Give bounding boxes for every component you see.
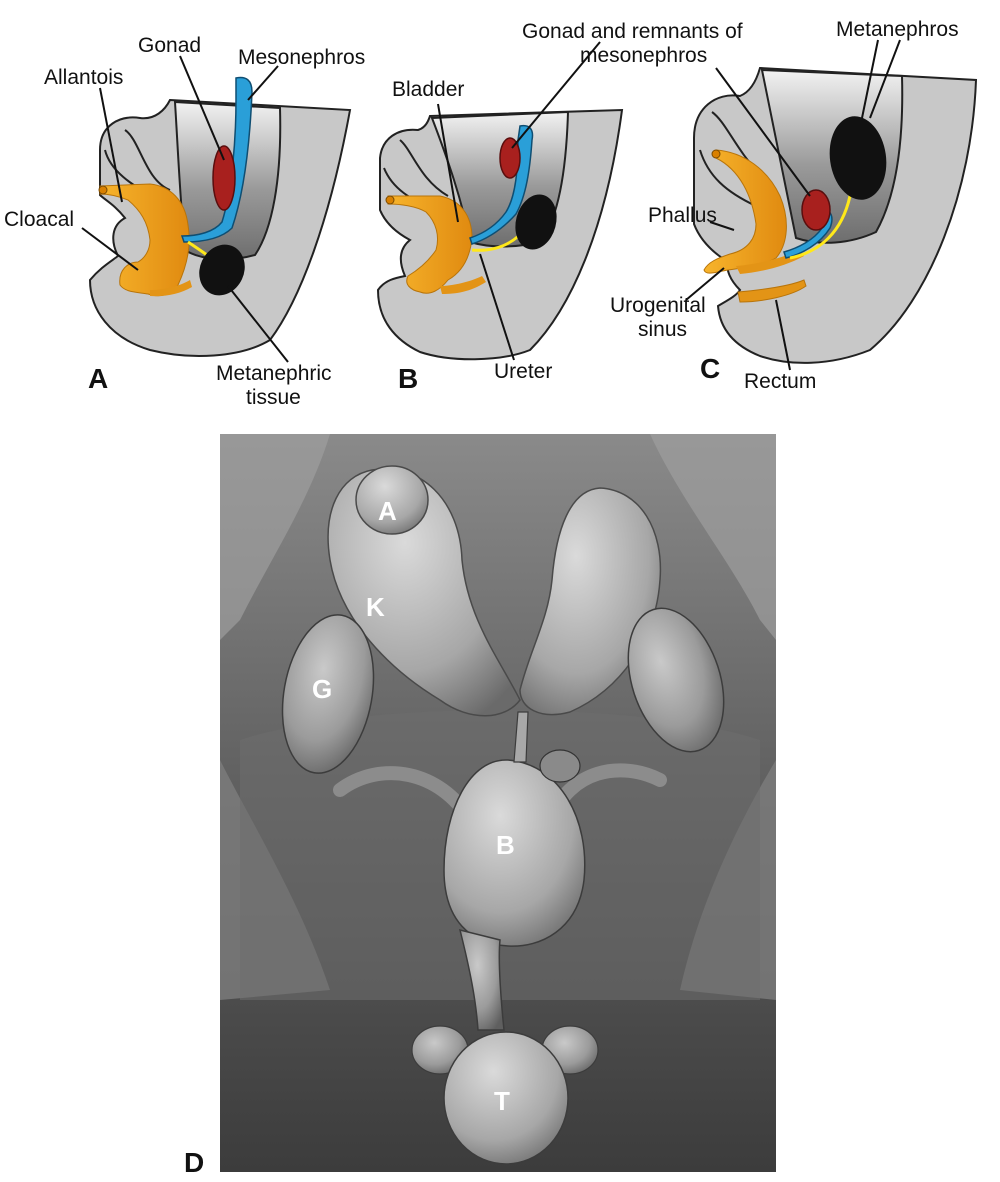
gonad-right (627, 607, 725, 753)
panel-letter-d: D (184, 1147, 204, 1178)
cloaca-a (99, 183, 190, 297)
panel-a: Gonad Mesonephros Allantois Cloacal Meta… (4, 34, 365, 409)
urogenital-sinus-c (703, 149, 787, 274)
rectum-c (737, 279, 807, 303)
sem-label-adrenal: A (378, 496, 397, 526)
umbilical-stump (539, 749, 581, 783)
label-mesonephros-a: Mesonephros (238, 46, 365, 69)
panel-d: A K G B T D (184, 434, 776, 1178)
metanephros-b (515, 194, 557, 250)
panel-letter-c: C (700, 353, 720, 384)
label-allantois-a: Allantois (44, 66, 123, 89)
sem-label-bladder: B (496, 830, 515, 860)
metanephric-tissue-a (199, 244, 245, 296)
label-phallus-c: Phallus (648, 204, 717, 227)
label-urogenital-c: Urogenital (610, 294, 706, 317)
panel-letter-a: A (88, 363, 108, 394)
gonad-a (212, 145, 236, 211)
sem-label-kidney: K (366, 592, 385, 622)
sem-label-gonad: G (312, 674, 332, 704)
label-urogenital-sinus-c: sinus (638, 318, 687, 341)
label-rectum-c: Rectum (744, 370, 816, 393)
tail-d (443, 1031, 569, 1165)
mesonephros-b (469, 124, 534, 245)
label-metanephros-c: Metanephros (836, 18, 959, 41)
label-cloacal-a: Cloacal (4, 208, 74, 231)
panel-c: Gonad and remnants of mesonephros Metane… (522, 18, 978, 393)
label-gonad-a: Gonad (138, 34, 201, 57)
label-metanephric-a: Metanephric (216, 362, 332, 385)
metanephros-c (829, 116, 887, 200)
label-metanephric-tissue-a: tissue (246, 386, 301, 409)
label-gonad-remnants-c-2: mesonephros (580, 44, 707, 67)
kidney-right (519, 487, 662, 716)
gonad-left (281, 614, 375, 774)
label-ureter-b: Ureter (494, 360, 552, 383)
panel-letter-b: B (398, 363, 418, 394)
bladder-d (443, 759, 586, 947)
gonad-b (499, 137, 521, 179)
sem-label-tail: T (494, 1086, 510, 1116)
adrenal-left (355, 465, 429, 535)
gonad-c (801, 189, 831, 231)
label-gonad-remnants-c: Gonad and remnants of (522, 20, 743, 43)
panel-b: Bladder Ureter B (376, 41, 624, 394)
label-bladder-b: Bladder (392, 78, 464, 101)
